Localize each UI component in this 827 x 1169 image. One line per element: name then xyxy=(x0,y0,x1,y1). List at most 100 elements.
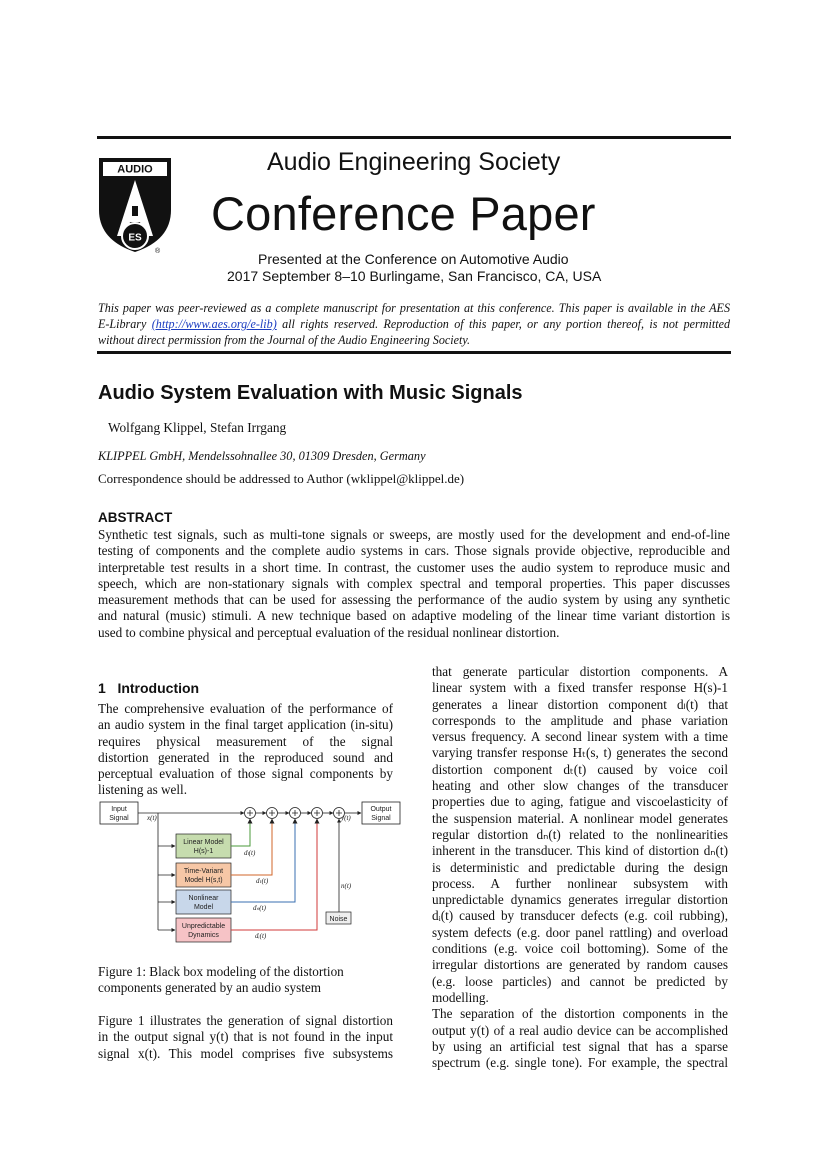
summation-node xyxy=(289,807,301,819)
paper-title: Audio System Evaluation with Music Signa… xyxy=(98,382,523,404)
aes-logo: AUDIO ES ® xyxy=(95,152,175,257)
abstract-line: and natural (music) stimuli. A new techn… xyxy=(98,608,730,624)
section-heading-introduction: 1 Introduction xyxy=(98,680,200,696)
text-line: Figure 1 illustrates the generation of s… xyxy=(98,1013,393,1028)
top-rule xyxy=(97,136,731,139)
abstract-heading: ABSTRACT xyxy=(98,510,173,525)
text-line: linear system with a fixed transfer resp… xyxy=(432,680,728,696)
noise-label: Noise xyxy=(330,916,348,923)
text-line: versus frequency. A second linear system… xyxy=(432,729,728,745)
text-line: corresponds to the amplitude and phase v… xyxy=(432,712,728,728)
logo-top-text: AUDIO xyxy=(117,164,153,176)
abstract-line: speech, which are non-stationary signals… xyxy=(98,575,730,591)
dn-label: dₙ(t) xyxy=(253,904,267,912)
caption-line: components generated by an audio system xyxy=(98,980,322,996)
text-line: The comprehensive evaluation of the perf… xyxy=(98,701,393,716)
text-line: distortion generated in the reproduced s… xyxy=(98,749,393,765)
linear-model-block xyxy=(175,833,232,859)
text-line: by using an artificial test signal that … xyxy=(432,1038,728,1054)
output-label-2: Signal xyxy=(371,815,391,822)
logo-bottom-text: ES xyxy=(128,233,142,244)
linear-model-label: Linear Model xyxy=(183,839,224,846)
linear-model-sub: H(s)-1 xyxy=(194,848,214,855)
tv-model-label: Time-Variant xyxy=(184,868,223,875)
text-line: perceptual evaluation of those signal co… xyxy=(98,766,393,782)
nt-label: n(t) xyxy=(341,882,352,890)
caption-line: Figure 1: Black box modeling of the dist… xyxy=(98,964,344,979)
correspondence: Correspondence should be addressed to Au… xyxy=(98,471,465,486)
society-name: Audio Engineering Society xyxy=(267,148,561,176)
intro-paragraph-2: Figure 1 illustrates the generation of s… xyxy=(98,1013,393,1062)
authors: Wolfgang Klippel, Stefan Irrgang xyxy=(108,420,287,435)
nl-model-sub: Model xyxy=(194,904,214,911)
conference-date-line: 2017 September 8–10 Burlingame, San Fran… xyxy=(227,268,602,284)
text-line: The separation of the distortion compone… xyxy=(432,1006,728,1022)
text-line: (e.g. loose particles) and cannot be pre… xyxy=(432,973,728,989)
text-line: output y(t) of a real audio device can b… xyxy=(432,1022,728,1038)
text-line: is deterministic and predictable during … xyxy=(432,859,728,875)
abstract-line: interpretable test results in a short ti… xyxy=(98,559,730,575)
text-line: generates a linear distortion component … xyxy=(432,696,728,712)
abstract-line: Synthetic test signals, such as multi-to… xyxy=(98,527,730,542)
text-line: dᵢ(t) caused by transducer defects (e.g.… xyxy=(432,908,728,924)
summation-node xyxy=(266,807,278,819)
text-line: regular distortion dₙ(t) related to the … xyxy=(432,826,728,842)
text-line: conditions (e.g. voice coil bottoming). … xyxy=(432,941,728,957)
text-line: requires physical measurement of the sig… xyxy=(98,733,393,749)
text-line: signal x(t). This model comprises five s… xyxy=(98,1045,393,1061)
logo-registered-mark: ® xyxy=(155,247,161,255)
text-line: heating and other slow changes of the tr… xyxy=(432,778,728,794)
affiliation: KLIPPEL GmbH, Mendelssohnallee 30, 01309… xyxy=(98,449,426,463)
summation-node xyxy=(333,807,345,819)
right-column-text: that generate particular distortion comp… xyxy=(432,664,728,1071)
figure-1-caption: Figure 1: Black box modeling of the dist… xyxy=(98,964,393,997)
dl-label: dₗ(t) xyxy=(244,849,256,857)
text-line: varying transfer response Hₜ(s, t) gener… xyxy=(432,745,728,761)
text-line: system defects (e.g. door panel rattling… xyxy=(432,924,728,940)
summation-node xyxy=(311,807,323,819)
ud-model-label: Unpredictable xyxy=(182,923,225,930)
text-line: the suspension material. A nonlinear mod… xyxy=(432,810,728,826)
text-line: spectrum (e.g. single tone). For example… xyxy=(432,1055,728,1071)
abstract-line: used to combine physical and perceptual … xyxy=(98,624,560,640)
y-signal-label: y(t) xyxy=(340,814,351,822)
figure-1-diagram: Input Signal Output Signal x(t) y(t) Lin… xyxy=(98,798,403,946)
presented-line: Presented at the Conference on Automotiv… xyxy=(258,251,569,267)
notice-line-3: without direct permission from the Journ… xyxy=(98,333,471,347)
nonlinear-model-block xyxy=(175,889,232,915)
notice-line-1: This paper was peer-reviewed as a comple… xyxy=(98,301,730,315)
di-label: dᵢ(t) xyxy=(255,932,267,940)
abstract-body: Synthetic test signals, such as multi-to… xyxy=(98,527,730,641)
text-line: distortion component dₜ(t) caused by voi… xyxy=(432,761,728,777)
text-line: an audio system in the final target appl… xyxy=(98,717,393,733)
text-line: that generate particular distortion comp… xyxy=(432,664,728,679)
abstract-line: measurement methods that can be used for… xyxy=(98,592,730,608)
output-signal-box xyxy=(361,801,401,825)
text-line: irregular distortions are generated by r… xyxy=(432,957,728,973)
text-line: in the output signal y(t) that is not fo… xyxy=(98,1029,393,1045)
text-line: unpredictable dynamics generates irregul… xyxy=(432,892,728,908)
noise-block xyxy=(325,911,352,925)
dt-label: dₜ(t) xyxy=(256,877,269,885)
input-label-1: Input xyxy=(111,806,127,813)
notice-line-2: E-Library (http://www.aes.org/e-lib) all… xyxy=(98,317,730,331)
text-line: properties due to aging, fatigue and vis… xyxy=(432,794,728,810)
text-line: process. A further nonlinear subsystem w… xyxy=(432,875,728,891)
x-signal-label: x(t) xyxy=(146,814,157,822)
summation-node xyxy=(244,807,256,819)
intro-paragraph-1: The comprehensive evaluation of the perf… xyxy=(98,701,393,799)
header-bottom-rule xyxy=(97,351,731,354)
e-library-link[interactable]: (http://www.aes.org/e-lib) xyxy=(151,317,277,331)
output-label-1: Output xyxy=(370,806,391,813)
peer-review-notice: This paper was peer-reviewed as a comple… xyxy=(98,300,730,348)
text-line: modelling. xyxy=(432,989,489,1005)
document-type: Conference Paper xyxy=(211,187,596,240)
text-line: inherent in the transducer. This kind of… xyxy=(432,843,728,859)
nl-model-label: Nonlinear xyxy=(189,895,220,902)
unpredictable-dynamics-block xyxy=(175,917,232,943)
tv-model-sub: Model H(s,t) xyxy=(184,877,222,884)
ud-model-sub: Dynamics xyxy=(188,932,219,939)
input-label-2: Signal xyxy=(109,815,129,822)
abstract-line: testing of components and the complete a… xyxy=(98,543,730,559)
text-line: listening as well. xyxy=(98,782,188,798)
